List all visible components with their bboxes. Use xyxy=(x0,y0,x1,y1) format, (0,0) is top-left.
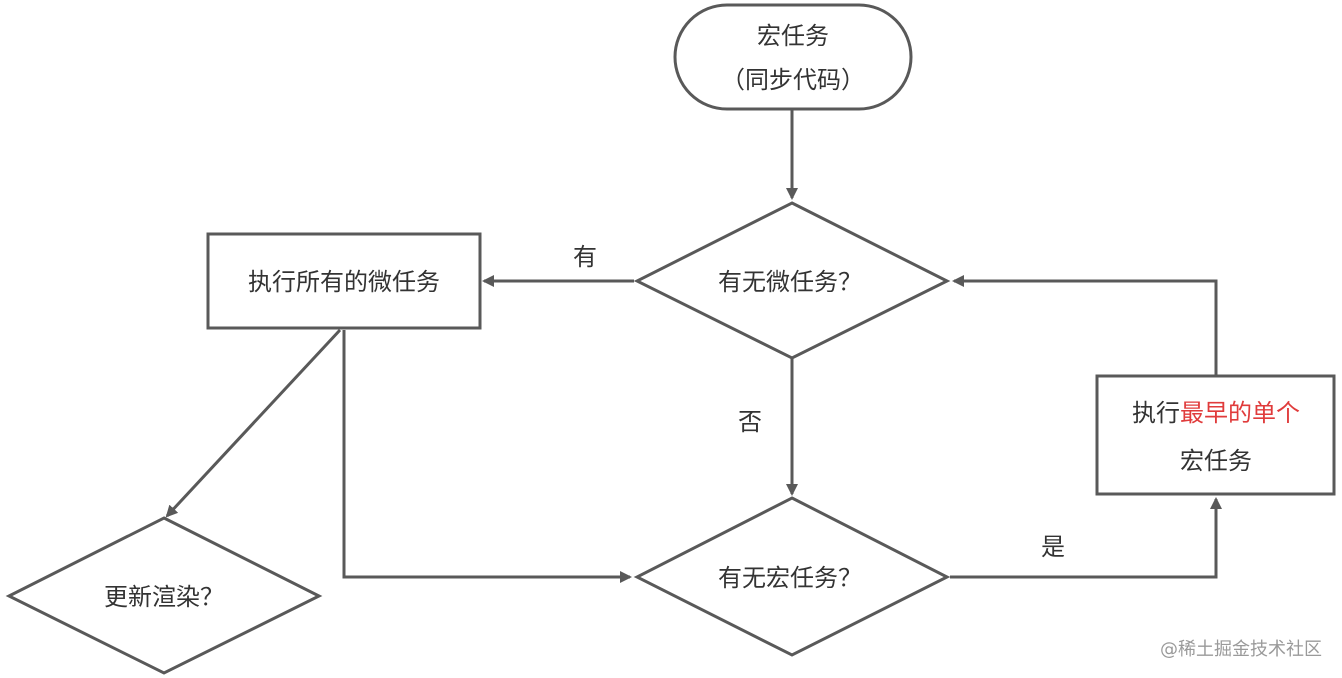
node-start-line1: 宏任务 xyxy=(757,22,829,50)
edge-label-micro-yes: 有 xyxy=(573,243,597,271)
watermark: @稀土掘金技术社区 xyxy=(1160,639,1322,660)
node-render: 更新渲染？ xyxy=(5,516,323,675)
edge-run-micro-to-render xyxy=(165,328,342,518)
node-run-macro-highlight: 最早的单个 xyxy=(1180,399,1300,427)
edge-label-macro-yes: 是 xyxy=(1041,533,1065,561)
node-run-macro-line2: 宏任务 xyxy=(1180,447,1252,475)
node-check-micro: 有无微任务？ xyxy=(633,201,951,360)
edge-check-macro-to-run-macro xyxy=(950,497,1222,579)
node-render-label: 更新渲染？ xyxy=(104,583,224,611)
node-check-macro: 有无宏任务？ xyxy=(633,496,951,657)
node-run-micro-label: 执行所有的微任务 xyxy=(248,268,440,296)
edge-run-macro-to-check-micro xyxy=(952,275,1218,376)
edges xyxy=(165,110,1222,583)
node-run-macro-line1: 执行最早的单个 xyxy=(1132,399,1300,427)
node-run-macro: 执行最早的单个 宏任务 xyxy=(1095,374,1336,496)
node-run-macro-prefix: 执行 xyxy=(1132,399,1180,427)
node-start: 宏任务 （同步代码） xyxy=(673,3,913,111)
edge-run-micro-to-check-macro xyxy=(342,330,632,583)
node-check-macro-label: 有无宏任务？ xyxy=(718,564,862,592)
node-run-micro: 执行所有的微任务 xyxy=(206,232,482,330)
node-check-micro-label: 有无微任务？ xyxy=(718,268,862,296)
edge-label-micro-no: 否 xyxy=(738,408,762,436)
node-start-line2: （同步代码） xyxy=(721,66,865,94)
